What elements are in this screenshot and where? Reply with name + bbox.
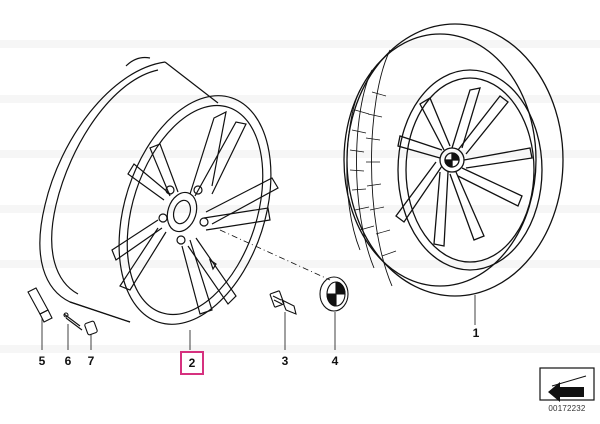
callout-part-6[interactable]: 6 — [64, 354, 72, 368]
reference-number: 00172232 — [548, 404, 586, 413]
callout-part-2[interactable]: 2 — [180, 351, 204, 375]
arrow-icon — [539, 367, 595, 402]
wheel-bolt-drawing — [269, 290, 297, 315]
callout-part-4[interactable]: 4 — [331, 354, 339, 368]
leader-lines — [41, 295, 476, 350]
valve-core-drawing — [63, 312, 83, 331]
hub-cap-drawing — [319, 276, 349, 312]
callout-part-3[interactable]: 3 — [281, 354, 289, 368]
valve-drawing — [27, 287, 53, 323]
callout-part-7[interactable]: 7 — [87, 354, 95, 368]
callout-part-1[interactable]: 1 — [472, 326, 480, 340]
valve-cap-drawing — [84, 320, 98, 336]
rim-drawing — [39, 56, 279, 325]
complete-wheel-drawing — [343, 23, 564, 297]
assembly-line — [219, 229, 331, 281]
callout-part-5[interactable]: 5 — [38, 354, 46, 368]
